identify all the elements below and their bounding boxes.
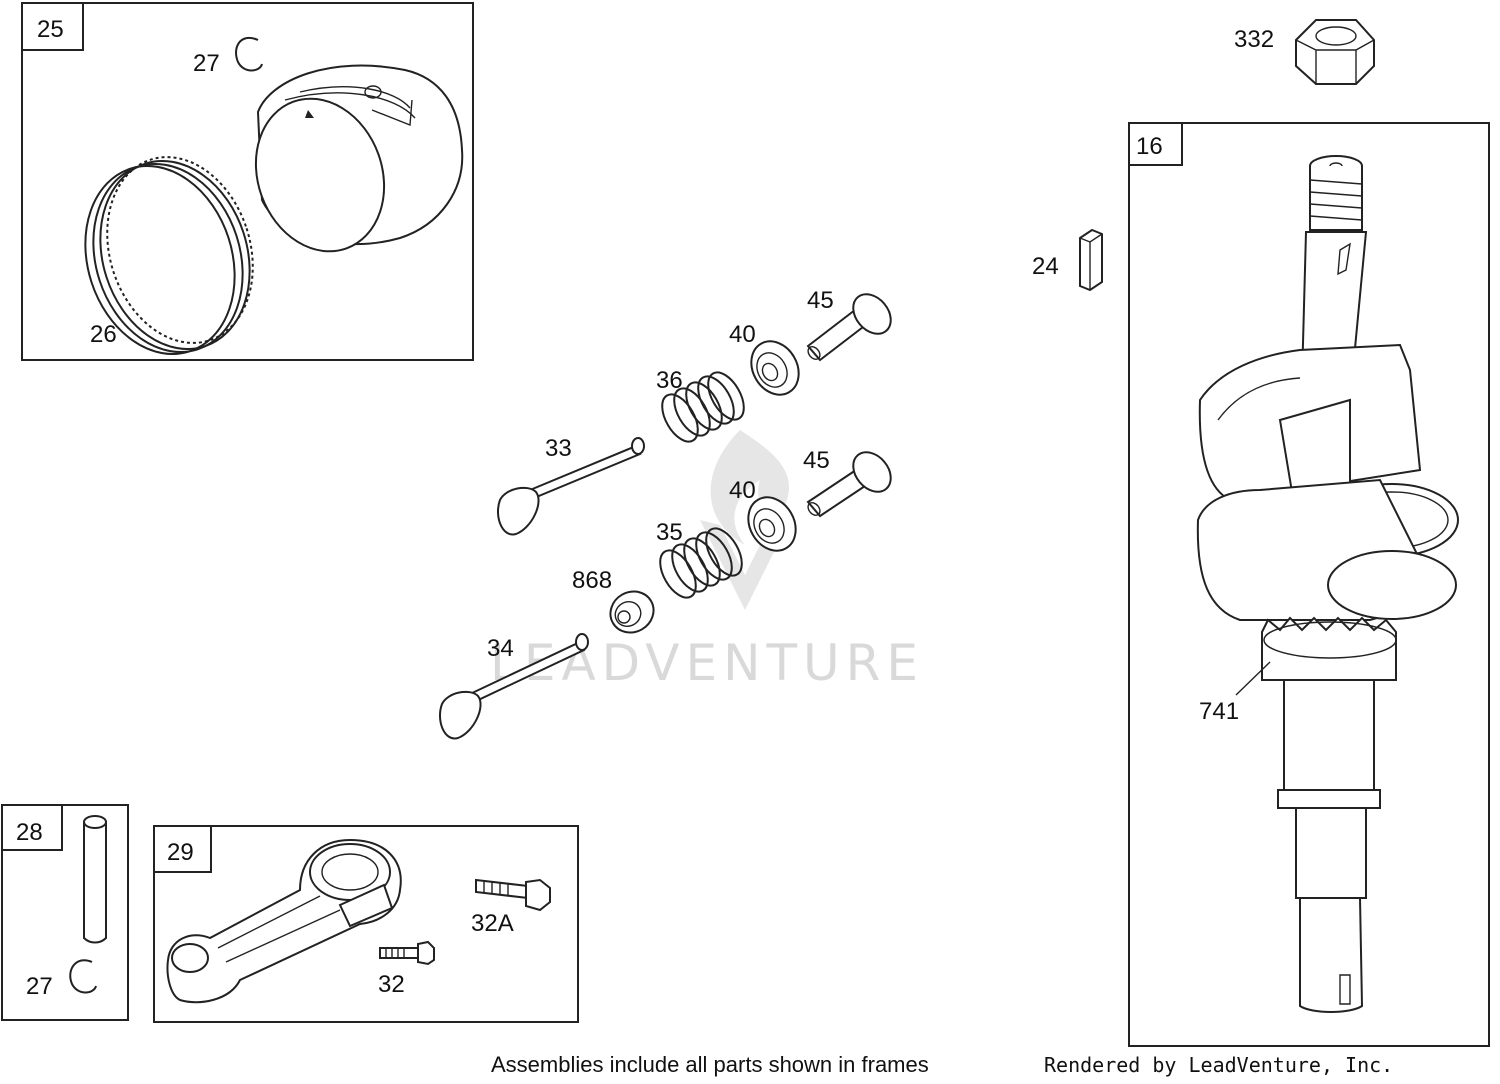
part-label-36: 36	[656, 367, 683, 394]
circlip-icon[interactable]	[69, 959, 97, 994]
valve-seal-icon[interactable]	[603, 584, 661, 641]
rod-bolt-32-icon[interactable]	[379, 940, 435, 966]
leader-line-741	[1235, 661, 1271, 696]
frame-29[interactable]: 29 32A 32	[153, 825, 579, 1023]
crankshaft-icon[interactable]	[1196, 155, 1459, 1013]
valve-spring-upper-icon[interactable]	[655, 366, 751, 447]
part-label-33: 33	[545, 435, 572, 462]
frame-label-29: 29	[167, 839, 194, 866]
hex-nut-icon[interactable]	[1295, 19, 1375, 85]
valve-spring-lower-icon[interactable]	[653, 522, 749, 603]
footer-credit: Rendered by LeadVenture, Inc.	[1044, 1053, 1393, 1077]
connecting-rod-icon[interactable]	[166, 838, 402, 1004]
frame-28[interactable]: 28 27	[1, 804, 129, 1021]
footer-note: Assemblies include all parts shown in fr…	[491, 1052, 929, 1077]
frame-25[interactable]: 25 27 26	[21, 2, 474, 374]
circlip-icon[interactable]	[235, 37, 263, 72]
part-label-332: 332	[1234, 26, 1274, 53]
part-label-27b: 27	[26, 973, 53, 1000]
watermark-logo-icon	[700, 430, 790, 610]
part-label-34: 34	[487, 635, 514, 662]
part-label-24: 24	[1032, 253, 1059, 280]
part-label-45b: 45	[803, 447, 830, 474]
frame-16[interactable]: 16	[1128, 122, 1490, 1047]
part-label-32: 32	[378, 971, 405, 998]
piston-pin-icon[interactable]	[83, 815, 107, 944]
rod-bolt-32a-icon[interactable]	[475, 878, 551, 912]
part-label-32A: 32A	[471, 910, 514, 937]
spring-retainer-lower-icon[interactable]	[739, 489, 805, 559]
valve-retainer-pin-upper-icon[interactable]	[806, 287, 899, 362]
spring-retainer-upper-icon[interactable]	[742, 333, 808, 403]
part-label-40: 40	[729, 321, 756, 348]
frame-label-16: 16	[1136, 133, 1163, 160]
frame-label-28: 28	[16, 819, 43, 846]
piston-icon[interactable]	[235, 64, 464, 270]
part-label-45: 45	[807, 287, 834, 314]
piston-rings-icon[interactable]	[62, 138, 276, 374]
part-label-868: 868	[572, 567, 612, 594]
part-label-35: 35	[656, 519, 683, 546]
part-label-40b: 40	[729, 477, 756, 504]
intake-valve-icon[interactable]	[497, 437, 645, 536]
frame-label-25: 25	[37, 16, 64, 43]
part-label-26: 26	[90, 321, 117, 348]
part-label-27: 27	[193, 50, 220, 77]
woodruff-key-icon[interactable]	[1079, 228, 1103, 292]
watermark-text: LEADVENTURE	[490, 634, 924, 692]
part-nut-332[interactable]: 332	[1234, 19, 1375, 85]
part-key-24[interactable]: 24	[1032, 228, 1103, 292]
part-label-741: 741	[1199, 698, 1239, 725]
valve-retainer-pin-lower-icon[interactable]	[806, 445, 899, 518]
watermark: LEADVENTURE	[490, 430, 924, 692]
valve-train[interactable]: 45 40 36 33 45	[439, 287, 899, 740]
exhaust-valve-icon[interactable]	[439, 633, 589, 740]
